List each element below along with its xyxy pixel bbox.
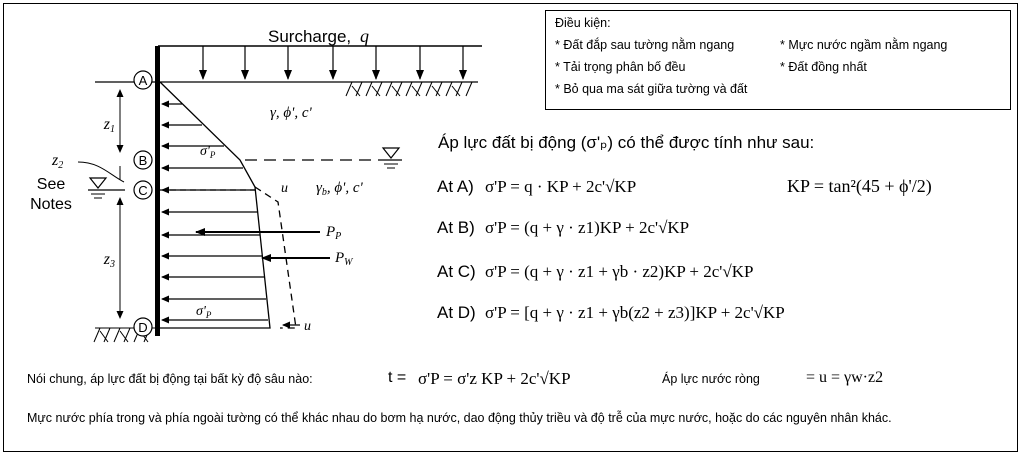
conditions-title: Điều kiện: (555, 16, 611, 30)
point-b-label: B (139, 153, 148, 168)
passive-pressure-diagram: A B C D Surcharge, q γ, ϕ', c' γb, ϕ', c… (30, 26, 482, 343)
condition-item: * Đất đắp sau tường nằm ngang (555, 38, 735, 52)
pw-label: PW (334, 250, 354, 268)
eq-b-expression: σ'P = (q + γ · z1)KP + 2c'√KP (485, 218, 690, 237)
see-notes-line2: Notes (30, 196, 72, 213)
water-level-note: Mực nước phía trong và phía ngoài tường … (27, 411, 892, 425)
water-pressure-label: Áp lực nước ròng (662, 372, 760, 386)
general-t-prefix: t = (388, 369, 407, 386)
water-pressure-expression: = u = γw·z2 (806, 369, 884, 386)
lower-soil-properties: γb, ϕ', c' (316, 180, 364, 198)
eq-a-expression: σ'P = q · KP + 2c'√KP (485, 177, 637, 196)
frame-border (3, 3, 1018, 452)
eq-a-label: At A) (437, 177, 474, 196)
retaining-wall (155, 46, 160, 336)
general-expression: σ'P = σ'z KP + 2c'√KP (418, 369, 571, 388)
soil-pressure-profile (159, 81, 271, 329)
see-notes-line1: See (37, 176, 66, 193)
point-a-label: A (139, 73, 148, 88)
eq-d-label: At D) (437, 303, 476, 322)
pressure-arrows (161, 100, 268, 324)
eq-c-expression: σ'P = (q + γ · z1 + γb · z2)KP + 2c'√KP (485, 262, 754, 281)
point-a: A (133, 70, 153, 90)
condition-item: * Bỏ qua ma sát giữa tường và đất (555, 82, 748, 96)
point-c: C (133, 180, 153, 200)
conditions-box (545, 10, 1011, 110)
u-label-bottom: u (304, 319, 311, 334)
surcharge-symbol: q (360, 26, 369, 46)
sigma-top-label: σ'P (200, 144, 216, 160)
pp-label: PP (325, 224, 341, 242)
surcharge-label: Surcharge, (268, 27, 351, 46)
condition-item: * Tải trọng phân bố đều (555, 60, 686, 74)
u-label-top: u (281, 181, 288, 196)
ground-surface (95, 81, 478, 97)
z3-label: z3 (103, 251, 115, 270)
upper-soil-properties: γ, ϕ', c' (270, 105, 313, 121)
kp-expression: KP = tan²(45 + ϕ'/2) (787, 176, 932, 196)
water-table-left (88, 177, 255, 199)
point-c-label: C (138, 183, 147, 198)
z2-label: z2 (51, 152, 63, 171)
water-table-right (245, 147, 402, 169)
sigma-bottom-label: σ'P (196, 304, 212, 320)
eq-b-label: At B) (437, 218, 475, 237)
eq-c-label: At C) (437, 262, 476, 281)
point-d: D (133, 317, 153, 337)
z1-label: z1 (103, 116, 115, 135)
condition-item: * Mực nước ngầm nằm ngang (780, 38, 948, 52)
surcharge-load (157, 45, 482, 80)
equations-heading: Áp lực đất bị động (σ'ₚ) có thể được tín… (438, 133, 815, 152)
eq-d-expression: σ'P = [q + γ · z1 + γb(z2 + z3)]KP + 2c'… (485, 303, 785, 322)
point-b: B (133, 150, 153, 170)
condition-item: * Đất đồng nhất (780, 60, 867, 74)
point-d-label: D (138, 320, 147, 335)
general-label: Nói chung, áp lực đất bị động tại bất kỳ… (27, 372, 313, 386)
dimension-lines (77, 89, 125, 319)
